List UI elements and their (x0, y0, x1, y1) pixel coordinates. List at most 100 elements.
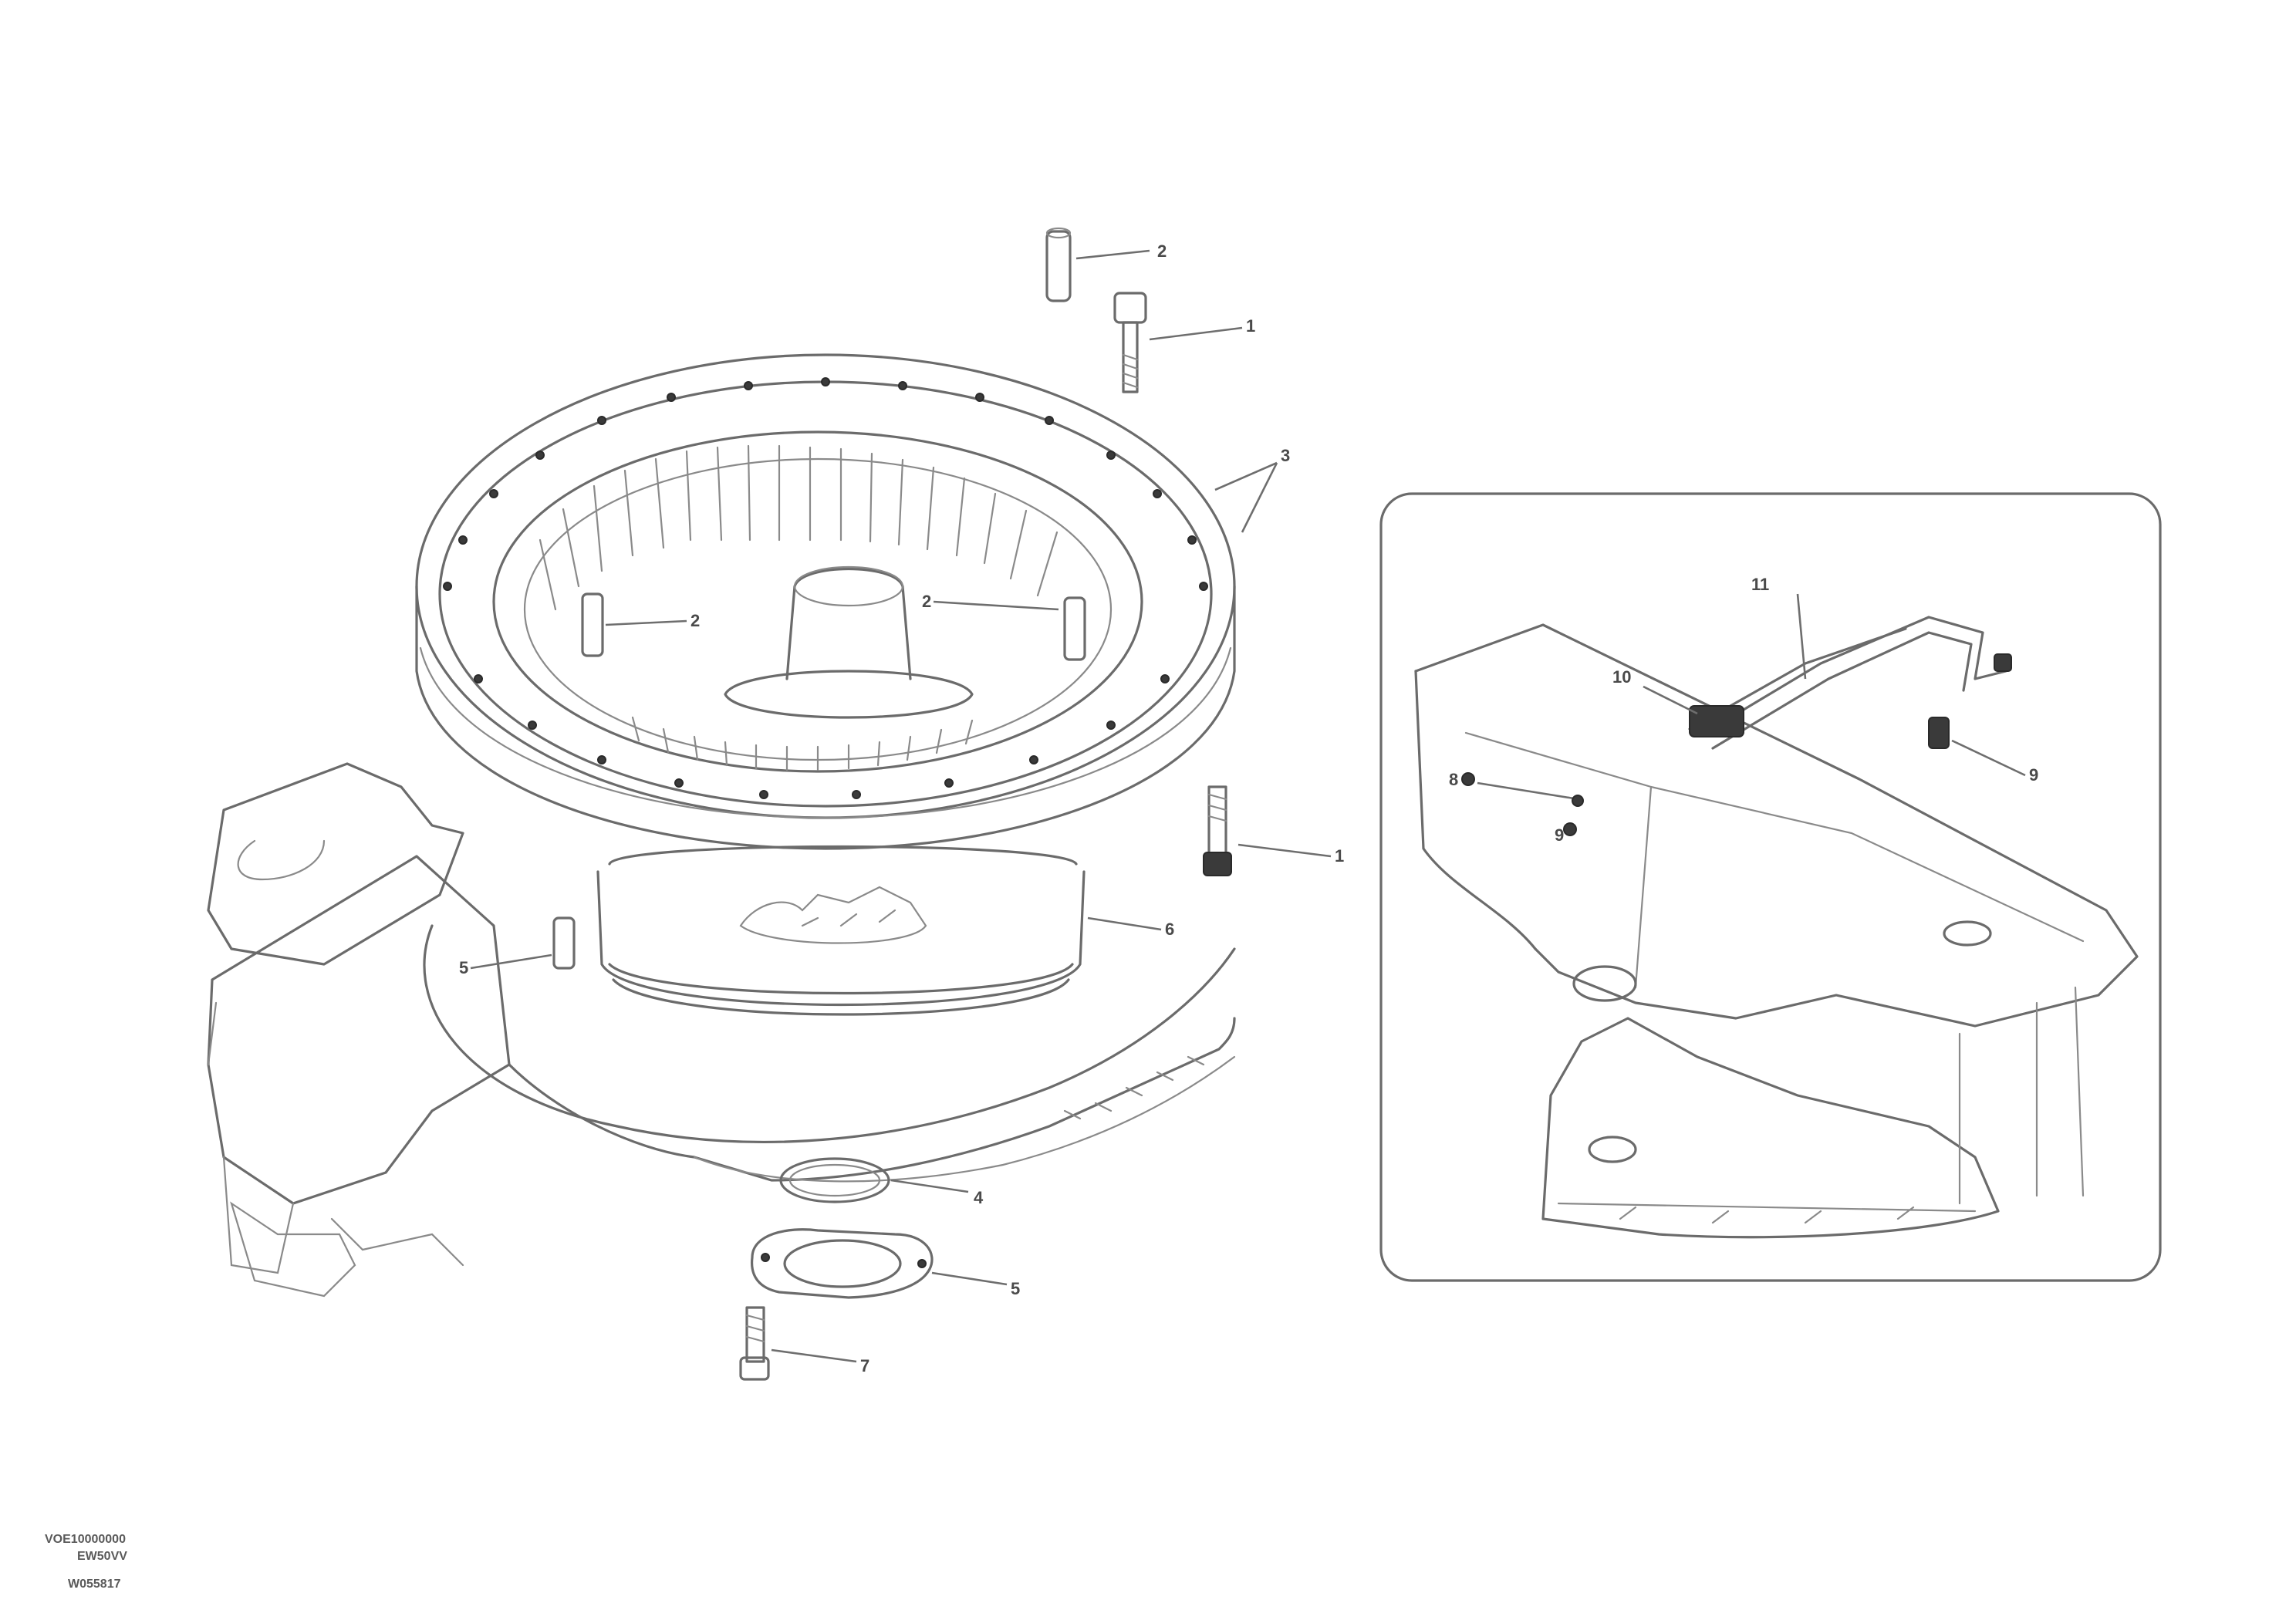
callout-pin-top: 2 (1157, 241, 1167, 261)
inset-hose-pipe-2 (1711, 631, 1973, 750)
bolt-side-thread (1207, 793, 1227, 822)
reference-line-3: W055817 (68, 1578, 121, 1591)
callout-bolt-top: 1 (1246, 316, 1255, 336)
callout-bolt-bottom: 7 (860, 1356, 869, 1375)
inset-plate-side (1414, 670, 1537, 950)
frame-foot (230, 1201, 356, 1298)
frame-body-edge (207, 1001, 295, 1274)
inset-hose-pipe-1 (1703, 616, 2007, 734)
bolt-hole (597, 755, 606, 764)
bolt-hole (898, 381, 907, 390)
roller-left (581, 592, 604, 657)
bolt-hole (474, 674, 483, 683)
callout-inset-fitting: 10 (1612, 667, 1631, 687)
leader-bolt-bottom (771, 1348, 857, 1363)
o-ring-inner (788, 1163, 881, 1197)
swing-ring-assembly: 2 1 3 2 2 1 (207, 227, 1344, 1381)
leader-bolt-side (1237, 843, 1332, 858)
inner-gear-ring (492, 430, 1143, 773)
bolt-hole (528, 721, 537, 730)
bolt-top (1113, 292, 1147, 393)
callout-oring: 4 (974, 1188, 984, 1207)
bolt-hole (1160, 674, 1170, 683)
bolt-hole (535, 451, 545, 460)
bolt-bottom-head (739, 1356, 770, 1381)
leader-cover-plate (931, 1271, 1008, 1286)
pin-top-body (1045, 230, 1072, 302)
leader-roller-right (933, 600, 1059, 611)
callout-roller-right: 2 (922, 592, 931, 611)
inset-bracket-hatch (1557, 1202, 1977, 1224)
bolt-hole (458, 535, 468, 545)
reference-line-1: VOE10000000 (45, 1533, 126, 1546)
bolt-hole (667, 393, 676, 402)
bolt-hole (489, 489, 498, 498)
inner-gear-teeth (539, 444, 1059, 611)
pin-top-end (1045, 227, 1072, 239)
bolt-hole (597, 416, 606, 425)
inset-plate-fold (1464, 731, 2085, 989)
seal-lower-2 (612, 978, 1070, 1016)
leader-oring (890, 1179, 969, 1193)
leader-ring-a (1214, 461, 1278, 491)
inner-gear-ring-inner (523, 457, 1113, 761)
leader-pin-lower-left (470, 953, 552, 970)
seal-body (596, 870, 1086, 1007)
bolt-hole (674, 778, 684, 788)
bolt-top-thread (1122, 353, 1139, 389)
callout-inset-plug: 9 (2029, 765, 2038, 785)
pin-lower-left (552, 916, 576, 970)
turntable-base-outer (508, 1017, 1236, 1182)
cover-bolt-hole (917, 1259, 927, 1268)
callout-inset-clamp-left: 8 (1449, 770, 1458, 789)
inset-bracket-hole (1588, 1136, 1637, 1163)
inset-plug (1928, 717, 1950, 749)
turntable-hatch (1063, 1055, 1205, 1120)
bolt-bottom-thread (745, 1314, 765, 1343)
seal-lower-1 (608, 963, 1074, 995)
cover-plate-hole (783, 1239, 902, 1288)
bolt-hole (1045, 416, 1054, 425)
bolt-hole (1199, 582, 1208, 591)
bolt-side (1203, 785, 1232, 876)
center-motor-top (793, 565, 904, 607)
leader-ring-b (1241, 462, 1278, 533)
inset-clamp-lower-part (1563, 822, 1577, 836)
bolt-bottom-shank (745, 1306, 765, 1363)
bolt-hole (852, 790, 861, 799)
reference-line-2: EW50VV (77, 1550, 127, 1563)
frame-body (207, 855, 511, 1205)
bolt-side-head (1203, 852, 1232, 876)
leader-inset-plug (1951, 739, 2026, 777)
bolt-bottom (739, 1306, 770, 1381)
bolt-hole (759, 790, 768, 799)
cover-bolt-hole (761, 1253, 770, 1262)
o-ring (779, 1157, 890, 1203)
inset-plate-hole-1 (1572, 965, 1637, 1002)
inner-gear-bottom-teeth (631, 716, 974, 771)
bolt-hole (1153, 489, 1162, 498)
bolt-hole (944, 778, 954, 788)
bolt-top-shank (1122, 321, 1139, 393)
leader-inset-clamp-left (1477, 781, 1575, 800)
seal-gear-detail (739, 886, 927, 944)
callout-seal: 6 (1165, 920, 1174, 939)
bolt-hole (975, 393, 984, 402)
bolt-top-head (1113, 292, 1147, 324)
ring-outer-side (415, 585, 1236, 850)
inset-plate-top (1414, 623, 2139, 1028)
inset-bracket-legs (1958, 986, 2085, 1205)
callout-cover-plate: 5 (1011, 1279, 1020, 1298)
bolt-hole (821, 377, 830, 386)
callout-pin-lower-left: 5 (459, 958, 468, 977)
turntable-base-rim (693, 1055, 1236, 1183)
frame-left-plate (207, 762, 464, 966)
leader-inset-fitting (1643, 685, 1698, 715)
inset-bracket-lower (1541, 1017, 2000, 1239)
leader-seal (1087, 916, 1162, 931)
bolt-hole (1106, 721, 1116, 730)
inset-clamp-left-bolt (1572, 795, 1584, 807)
bolt-hole (744, 381, 753, 390)
ring-outer-top-2 (438, 380, 1213, 808)
